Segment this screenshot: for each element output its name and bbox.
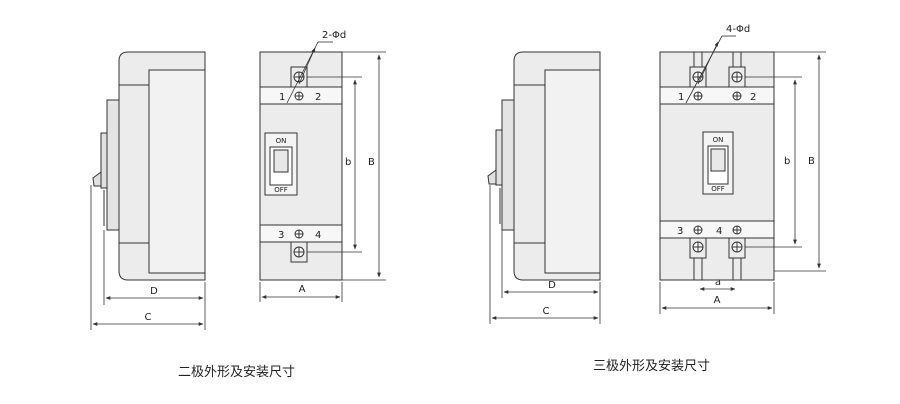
three-pole-switch-off: OFF <box>711 185 725 193</box>
two-pole-caption: 二极外形及安装尺寸 <box>178 365 295 380</box>
two-pole-dim-B: B <box>368 157 375 168</box>
two-pole-dim-C: C <box>145 312 152 323</box>
two-pole-front-view <box>259 51 343 281</box>
three-pole-dim-b: b <box>784 156 790 167</box>
three-pole-dim-A: A <box>714 295 721 306</box>
two-pole-switch-on: ON <box>276 137 287 145</box>
three-pole-dim-a: a <box>715 277 721 288</box>
two-pole-terminal-1: 1 <box>279 92 285 103</box>
three-pole-terminal-3: 3 <box>677 226 683 237</box>
three-pole-caption: 三极外形及安装尺寸 <box>593 359 710 374</box>
two-pole-terminal-4: 4 <box>315 230 321 241</box>
three-pole-dim-C: C <box>543 306 550 317</box>
three-pole-front-dimensions <box>659 35 826 314</box>
two-pole-hole-label: 2-Φd <box>322 30 346 41</box>
two-pole-dim-D: D <box>150 286 158 297</box>
two-pole-front-dimensions <box>259 41 386 302</box>
two-pole-switch-off: OFF <box>274 186 288 194</box>
two-pole-dim-A: A <box>299 284 306 295</box>
three-pole-terminal-2: 2 <box>750 92 756 103</box>
three-pole-dim-B: B <box>808 156 815 167</box>
three-pole-terminal-4: 4 <box>716 226 722 237</box>
three-pole-terminal-1: 1 <box>678 92 684 103</box>
two-pole-terminal-3: 3 <box>278 230 284 241</box>
three-pole-switch-on: ON <box>713 136 724 144</box>
three-pole-dim-D: D <box>548 280 556 291</box>
two-pole-side-view <box>92 51 206 281</box>
two-pole-side-dimensions <box>90 185 206 330</box>
three-pole-side-view <box>487 51 601 281</box>
three-pole-front-view <box>659 51 775 281</box>
three-pole-hole-label: 4-Φd <box>726 24 750 35</box>
two-pole-dim-b: b <box>345 157 351 168</box>
three-pole-side-dimensions <box>489 185 601 324</box>
two-pole-terminal-2: 2 <box>315 92 321 103</box>
